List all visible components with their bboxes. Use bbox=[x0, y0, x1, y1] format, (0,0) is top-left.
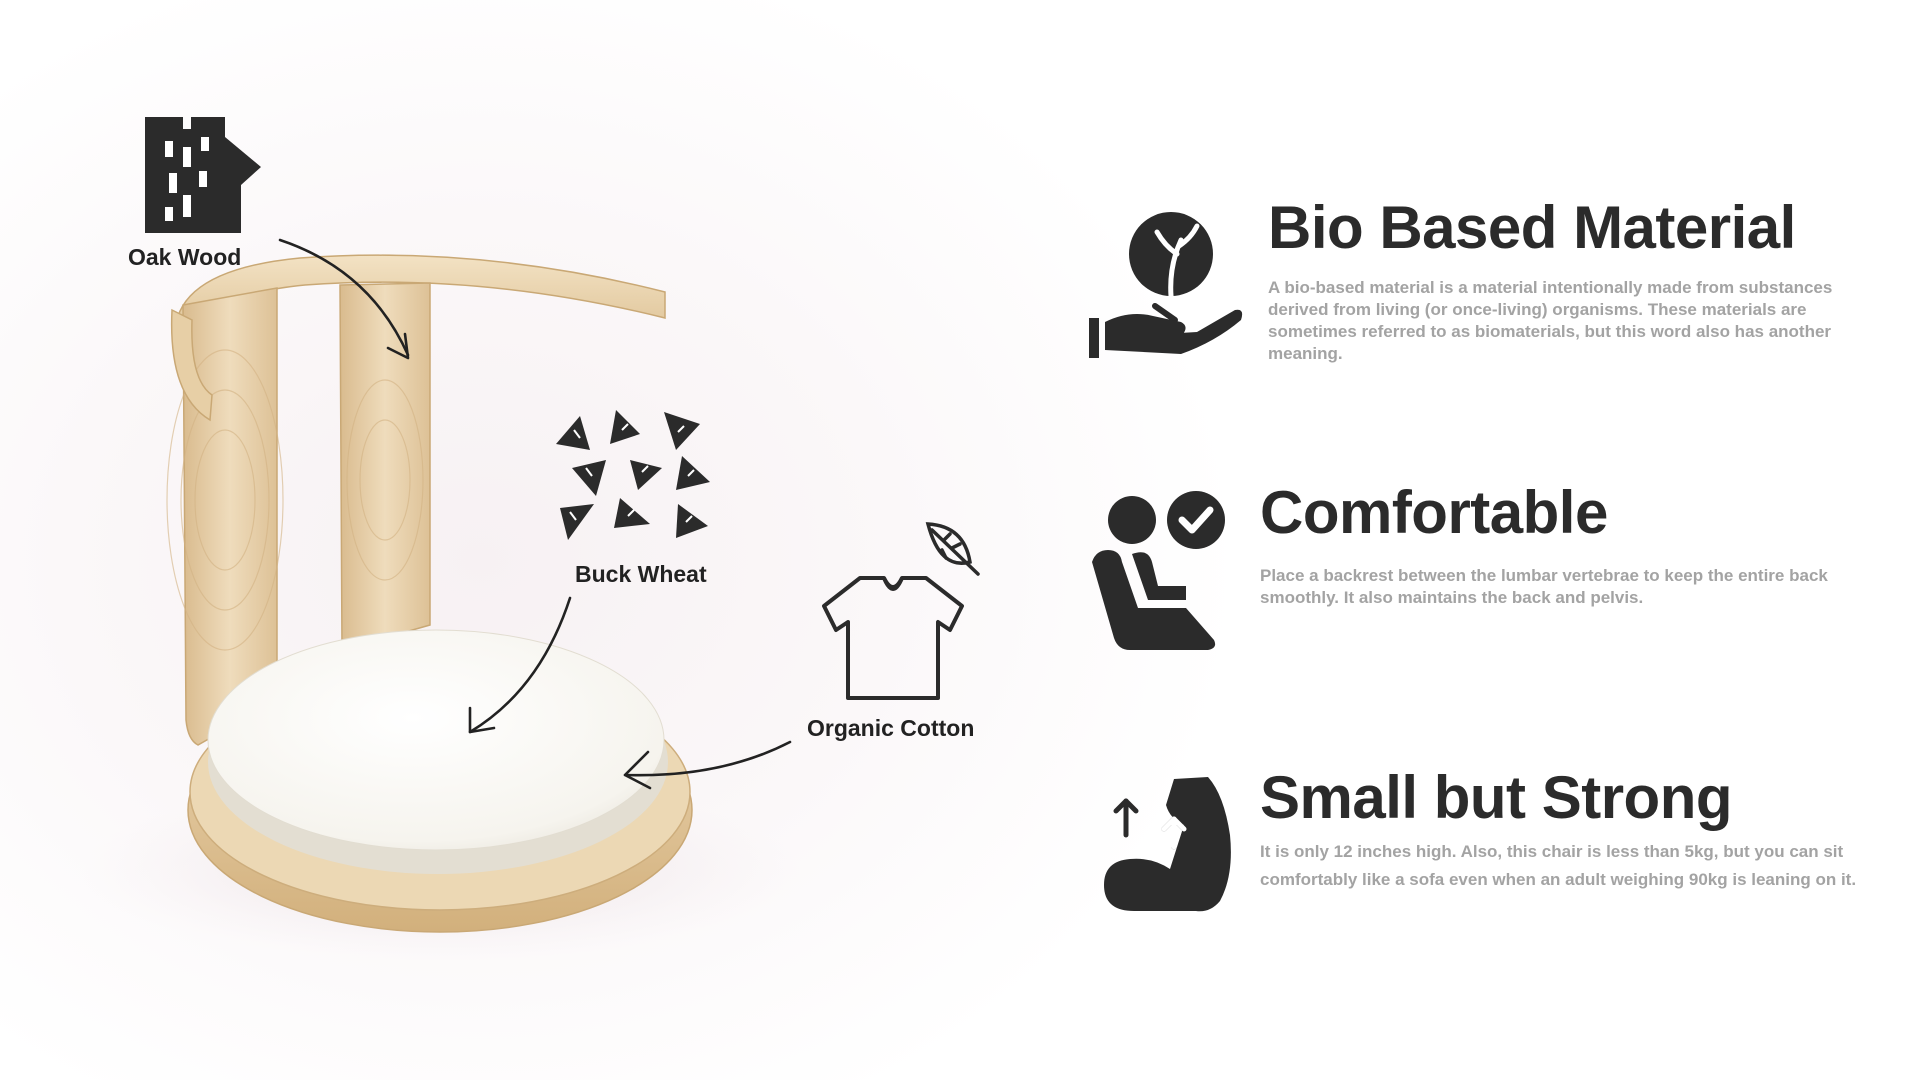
feature-text-comfortable: Place a backrest between the lumbar vert… bbox=[1260, 566, 1828, 607]
hand-plant-icon bbox=[1089, 212, 1243, 358]
feature-title-bio-based: Bio Based Material bbox=[1268, 194, 1796, 261]
organic-cotton-label: Organic Cotton bbox=[807, 715, 975, 741]
floor-chair-render bbox=[80, 238, 800, 960]
oak-wood-arrow bbox=[278, 238, 410, 357]
feature-title-comfortable: Comfortable bbox=[1260, 479, 1608, 546]
feature-title-small-but-strong: Small but Strong bbox=[1260, 764, 1733, 831]
tshirt-leaf-icon bbox=[822, 522, 980, 700]
buck-wheat-label: Buck Wheat bbox=[575, 561, 707, 587]
flexed-arm-icon bbox=[1104, 777, 1231, 912]
feature-text-bio-based: A bio-based material is a material inten… bbox=[1268, 278, 1833, 363]
band-edge bbox=[170, 308, 213, 422]
feature-text-small-but-strong: It is only 12 inches high. Also, this ch… bbox=[1260, 842, 1857, 889]
right-post bbox=[339, 282, 431, 651]
seated-person-check-icon bbox=[1092, 491, 1225, 650]
buckwheat-seeds-icon bbox=[556, 410, 710, 540]
organic-cotton-arrow bbox=[623, 740, 792, 777]
buck-wheat-arrow bbox=[468, 596, 572, 734]
seat-cushion bbox=[207, 629, 665, 851]
oak-wood-label: Oak Wood bbox=[128, 244, 242, 270]
oak-wood-icon bbox=[145, 117, 261, 233]
